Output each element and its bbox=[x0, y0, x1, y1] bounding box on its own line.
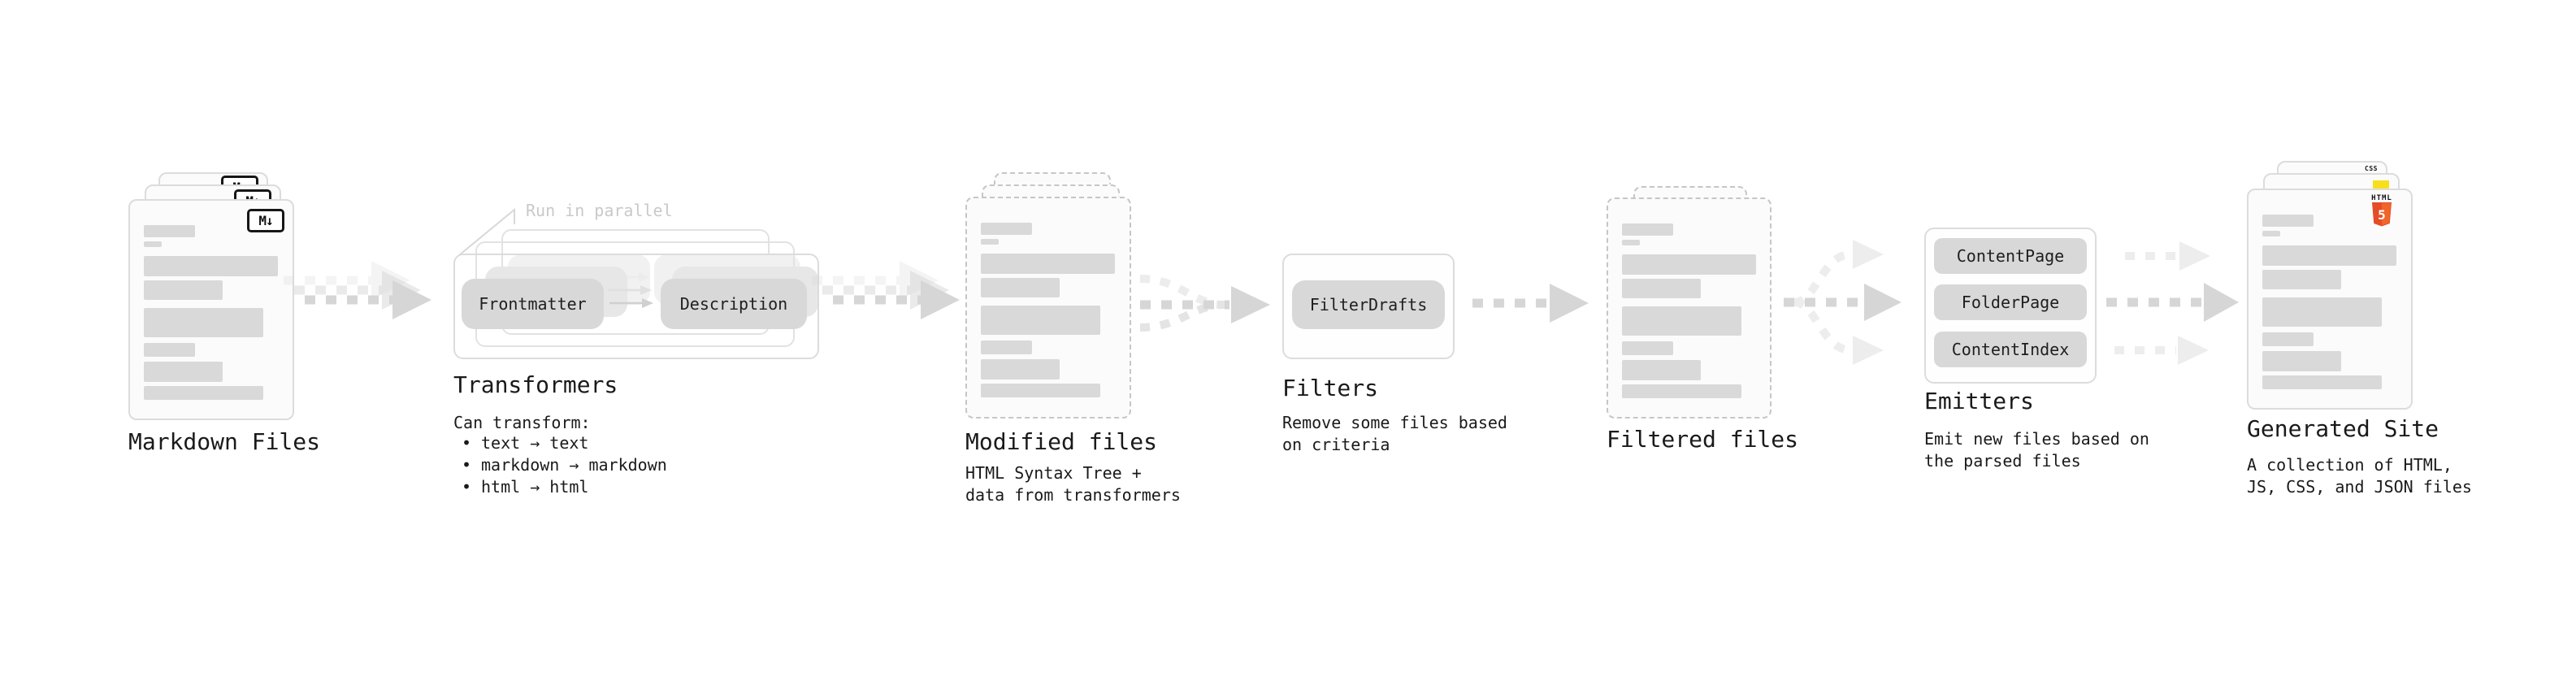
contentindex-pill: ContentIndex bbox=[1934, 332, 2087, 367]
svg-text:5: 5 bbox=[2378, 207, 2386, 223]
text-line-placeholder bbox=[144, 343, 195, 357]
html-file-card: HTML 5 bbox=[2247, 189, 2413, 410]
flow-arrow-filtered-to-emitters bbox=[1784, 240, 1902, 365]
text-line-placeholder bbox=[2262, 332, 2314, 346]
filtered-file-card-front bbox=[1607, 197, 1772, 419]
transform-step-arrow bbox=[608, 285, 652, 295]
filterdrafts-pill: FilterDrafts bbox=[1292, 280, 1445, 329]
text-line-placeholder bbox=[1622, 306, 1741, 336]
text-line-placeholder bbox=[2262, 245, 2396, 266]
folderpage-pill: FolderPage bbox=[1934, 284, 2087, 320]
bullet-item: • html → html bbox=[462, 476, 667, 498]
transform-step-arrow bbox=[609, 298, 653, 308]
generated-site-description: A collection of HTML, JS, CSS, and JSON … bbox=[2247, 454, 2472, 498]
frontmatter-pill: Frontmatter bbox=[462, 279, 604, 329]
transformer-layer-front bbox=[453, 254, 819, 359]
filtered-files-label: Filtered files bbox=[1607, 426, 1799, 453]
text-line-placeholder bbox=[144, 241, 162, 247]
description-line: data from transformers bbox=[965, 485, 1181, 505]
description-line: the parsed files bbox=[1924, 451, 2081, 471]
text-line-placeholder bbox=[1622, 341, 1673, 355]
text-line-placeholder bbox=[144, 362, 223, 382]
text-line-placeholder bbox=[1622, 254, 1756, 275]
document-text-placeholder bbox=[981, 223, 1115, 397]
description-line: A collection of HTML, bbox=[2247, 455, 2452, 475]
text-line-placeholder bbox=[1622, 384, 1741, 398]
annotation-leader-line bbox=[458, 207, 515, 256]
text-line-placeholder bbox=[144, 308, 263, 337]
emitters-title: Emitters bbox=[1924, 388, 2034, 414]
text-line-placeholder bbox=[981, 384, 1100, 397]
modified-files-description: HTML Syntax Tree + data from transformer… bbox=[965, 462, 1181, 506]
html5-shield: 5 bbox=[2372, 202, 2392, 227]
bullet-item: • text → text bbox=[462, 432, 667, 454]
text-line-placeholder bbox=[981, 278, 1060, 297]
description-line: Remove some files based bbox=[1282, 413, 1507, 432]
text-line-placeholder bbox=[981, 223, 1032, 235]
html5-icon: HTML 5 bbox=[2362, 194, 2401, 230]
document-text-placeholder bbox=[2262, 215, 2396, 389]
text-line-placeholder bbox=[144, 225, 195, 237]
filters-title: Filters bbox=[1282, 375, 1379, 401]
emitters-description: Emit new files based on the parsed files bbox=[1924, 428, 2149, 472]
modified-files-label: Modified files bbox=[965, 428, 1158, 455]
bullet-glyph: • bbox=[462, 455, 472, 475]
description-pill: Description bbox=[661, 279, 807, 329]
markdown-files-label: Markdown Files bbox=[128, 428, 321, 455]
document-text-placeholder bbox=[1622, 223, 1756, 398]
text-line-placeholder bbox=[981, 359, 1060, 380]
description-line: Emit new files based on bbox=[1924, 429, 2149, 449]
bullet-glyph: • bbox=[462, 433, 472, 453]
text-line-placeholder bbox=[2262, 297, 2382, 327]
flow-arrow-transformers-to-modified bbox=[812, 261, 960, 319]
text-line-placeholder bbox=[144, 256, 278, 276]
text-line-placeholder bbox=[144, 386, 263, 400]
text-line-placeholder bbox=[1622, 223, 1673, 236]
text-line-placeholder bbox=[144, 280, 223, 300]
flow-arrow-filters-to-filtered bbox=[1472, 284, 1589, 323]
text-line-placeholder bbox=[2262, 270, 2341, 289]
filters-description: Remove some files based on criteria bbox=[1282, 412, 1507, 456]
html5-word: HTML bbox=[2371, 194, 2392, 202]
bullet-text: text → text bbox=[481, 433, 589, 453]
markdown-file-card-front: M↓ bbox=[128, 199, 294, 420]
text-line-placeholder bbox=[2262, 351, 2341, 371]
bullet-glyph: • bbox=[462, 477, 472, 497]
bullet-item: • markdown → markdown bbox=[462, 454, 667, 476]
bullet-text: html → html bbox=[481, 477, 589, 497]
text-line-placeholder bbox=[981, 306, 1100, 335]
css-word: CSS bbox=[2365, 165, 2378, 172]
description-line: JS, CSS, and JSON files bbox=[2247, 477, 2472, 497]
text-line-placeholder bbox=[1622, 360, 1701, 380]
run-in-parallel-annotation: Run in parallel bbox=[526, 201, 673, 220]
js-icon bbox=[2373, 180, 2389, 189]
bullet-text: markdown → markdown bbox=[481, 455, 667, 475]
description-line: on criteria bbox=[1282, 435, 1390, 454]
text-line-placeholder bbox=[2262, 231, 2280, 236]
flow-arrow-markdown-to-transformers bbox=[284, 261, 432, 319]
contentpage-pill: ContentPage bbox=[1934, 238, 2087, 274]
transformers-title: Transformers bbox=[453, 371, 618, 398]
text-line-placeholder bbox=[2262, 375, 2382, 389]
transformers-bullet-list: • text → text • markdown → markdown • ht… bbox=[462, 432, 667, 498]
flow-arrow-emitters-to-site bbox=[2106, 241, 2239, 365]
flow-arrow-modified-to-filters bbox=[1139, 275, 1270, 332]
markdown-icon: M↓ bbox=[247, 209, 284, 232]
text-line-placeholder bbox=[1622, 240, 1640, 245]
text-line-placeholder bbox=[981, 239, 999, 245]
text-line-placeholder bbox=[981, 254, 1115, 274]
generated-site-label: Generated Site bbox=[2247, 415, 2439, 442]
modified-file-card-front bbox=[965, 197, 1131, 419]
text-line-placeholder bbox=[1622, 279, 1701, 298]
description-line: HTML Syntax Tree + bbox=[965, 463, 1142, 483]
text-line-placeholder bbox=[981, 340, 1032, 354]
transformers-heading: Can transform: bbox=[453, 413, 591, 432]
text-line-placeholder bbox=[2262, 215, 2314, 227]
document-text-placeholder bbox=[144, 225, 278, 400]
